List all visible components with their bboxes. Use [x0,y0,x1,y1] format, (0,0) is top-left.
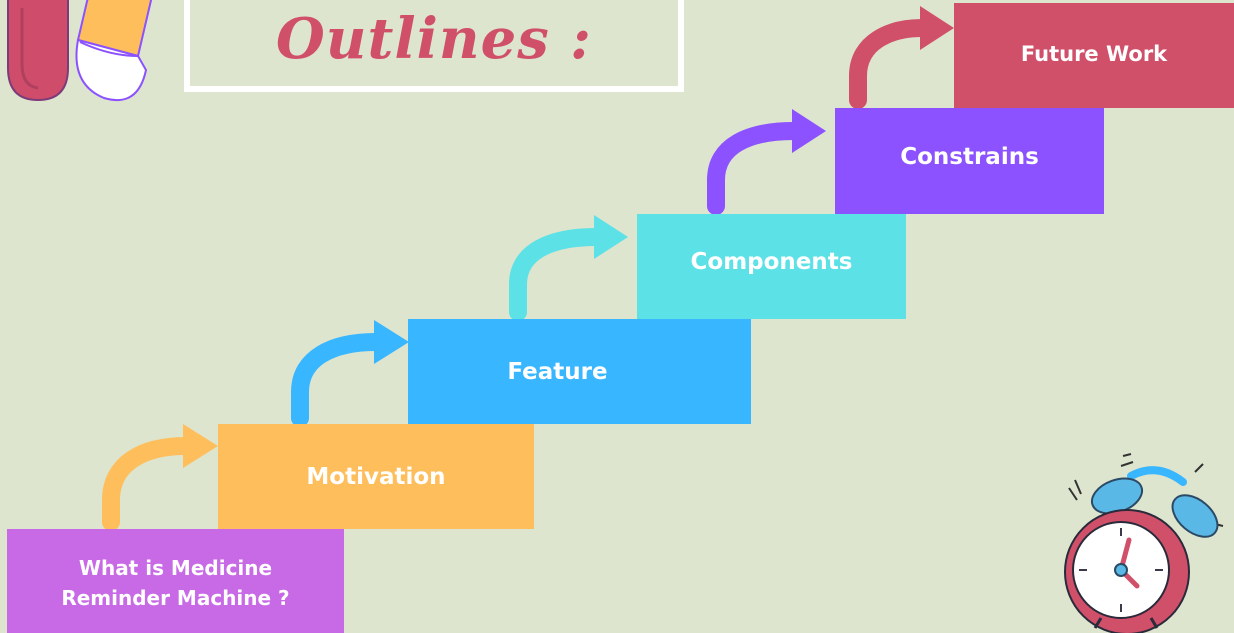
pill-capsules-icon [7,0,153,102]
page-title: Outlines : [276,6,592,72]
arrowhead-5-icon [920,6,954,50]
arrow-3-icon [509,228,605,321]
step-label: Future Work [1020,41,1168,66]
alarm-clock-icon [1064,453,1224,633]
arrow-1-icon [102,437,195,531]
step-label: Motivation [306,463,446,490]
title-frame: Outlines : [184,0,684,92]
step-what-is-medicine-reminder: What is Medicine Reminder Machine ? [7,529,344,633]
arrow-2-icon [291,333,385,427]
step-future-work: Future Work [954,3,1234,108]
step-constrains: Constrains [835,108,1104,214]
step-feature: Feature [408,319,751,424]
step-label: Components [690,248,853,275]
arrow-5-icon [849,19,931,109]
step-motivation: Motivation [218,424,534,529]
step-label-line: What is Medicine [78,556,273,580]
step-label: Constrains [900,144,1039,170]
arrowhead-3-icon [594,215,628,259]
arrow-4-icon [707,122,803,215]
step-label: Feature [507,358,608,385]
arrowhead-4-icon [792,109,826,153]
step-components: Components [637,214,906,319]
arrowhead-2-icon [374,320,409,364]
step-label-line: Reminder Machine ? [61,586,290,610]
arrowhead-1-icon [183,424,218,468]
